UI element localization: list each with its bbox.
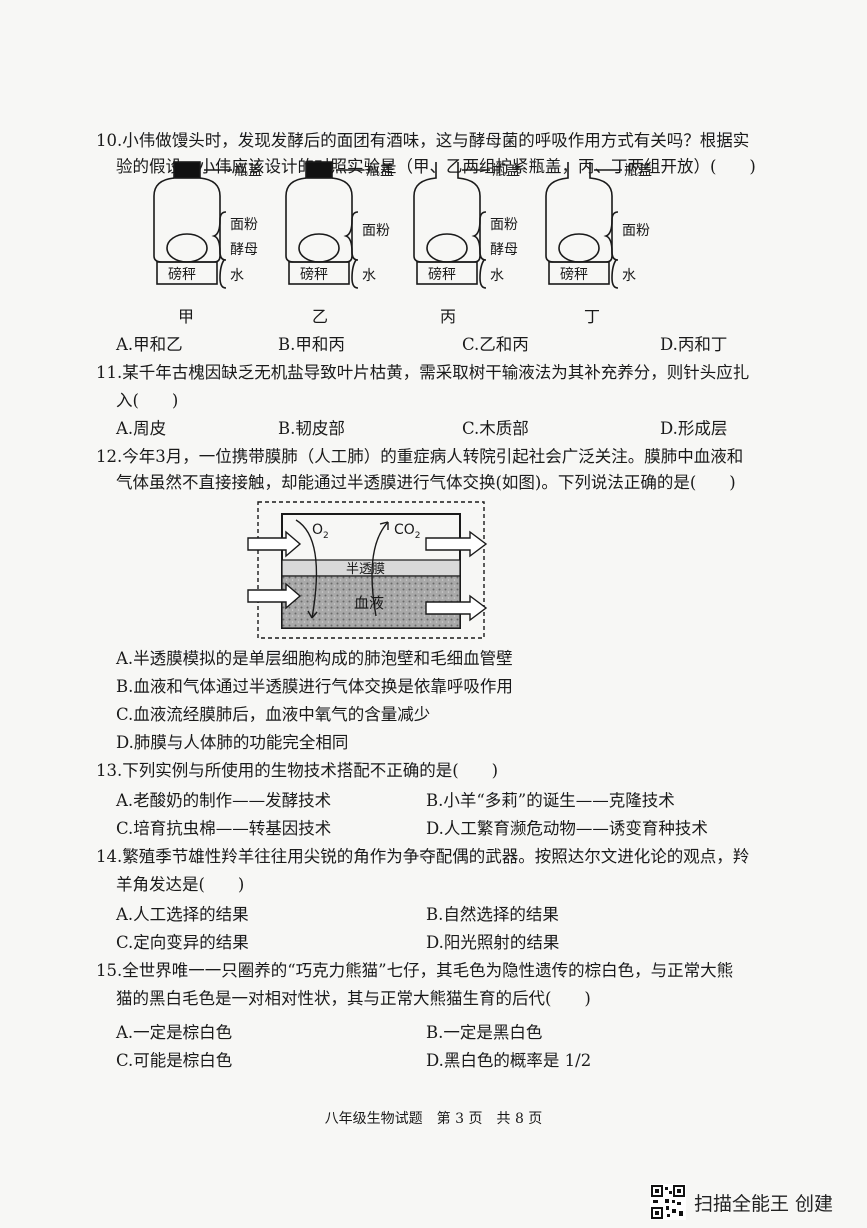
q10-option-d: D.丙和丁 [660,335,728,354]
q12-membrane-lung-diagram: O2 CO2 半透膜 血液 [247,501,488,639]
membrane-label: 半透膜 [346,562,385,577]
group-name-jia: 甲 [178,307,194,326]
yi-scale-label: 磅秤 [300,266,328,283]
bottle-jia [153,161,232,289]
o2-subscript: 2 [323,531,329,541]
q13-stem-line1: 13.下列实例与所使用的生物技术搭配不正确的是( ) [96,761,499,780]
q11-stem-line2: 入( ) [116,391,179,410]
q11-option-c: C.木质部 [462,419,529,438]
ding-flour-label: 面粉 [622,223,650,239]
bing-scale-label: 磅秤 [428,266,456,283]
bing-water-label: 水 [490,268,504,284]
q10-option-b: B.甲和丙 [278,335,345,354]
q12-stem-line2: 气体虽然不直接接触，却能通过半透膜进行气体交换(如图)。下列说法正确的是( ) [116,473,736,492]
yi-water-label: 水 [362,268,376,284]
q10-bottle-diagram: 瓶盖 面粉 酵母 水 磅秤 瓶盖 面粉 水 磅秤 瓶盖 面粉 酵母 水 磅秤 瓶… [153,161,652,326]
qr-code-icon [650,1184,686,1220]
bottle-bing [413,162,490,289]
jia-flour-label: 面粉 [230,217,258,233]
q12-option-a: A.半透膜模拟的是单层细胞构成的肺泡壁和毛细血管壁 [116,649,513,668]
q10-option-a: A.甲和乙 [116,335,183,354]
q13-option-d: D.人工繁育濒危动物——诱变育种技术 [426,819,708,838]
bing-flour-label: 面粉 [490,217,518,233]
jia-yeast-label: 酵母 [230,242,258,258]
group-name-ding: 丁 [584,307,600,326]
q14-stem-line1: 14.繁殖季节雄性羚羊往往用尖锐的角作为争夺配偶的武器。按照达尔文进化论的观点，… [96,847,750,866]
q15-option-d: D.黑白色的概率是 1/2 [426,1051,592,1070]
bing-yeast-label: 酵母 [490,242,518,258]
q15-option-b: B.一定是黑白色 [426,1023,543,1042]
q14-option-a: A.人工选择的结果 [116,905,249,924]
q11-stem-line1: 11.某千年古槐因缺乏无机盐导致叶片枯黄，需采取树干输液法为其补充养分，则针头应… [96,363,750,382]
q12-option-d: D.肺膜与人体肺的功能完全相同 [116,733,349,752]
q15-option-a: A.一定是棕白色 [116,1023,233,1042]
q10-option-c: C.乙和丙 [462,335,529,354]
q13-option-b: B.小羊“多莉”的诞生——克隆技术 [426,791,675,810]
ding-water-label: 水 [622,268,636,284]
svg-text:CO2: CO2 [394,522,421,541]
jia-scale-label: 磅秤 [168,266,196,283]
group-name-yi: 乙 [312,307,328,326]
bottle-ding [545,162,622,289]
q12-option-b: B.血液和气体通过半透膜进行气体交换是依靠呼吸作用 [116,677,513,696]
q11-option-b: B.韧皮部 [278,419,345,438]
jia-cap-label: 瓶盖 [234,163,262,179]
bottle-yi [285,161,364,289]
ding-scale-label: 磅秤 [560,266,588,283]
q15-option-c: C.可能是棕白色 [116,1051,233,1070]
q14-option-c: C.定向变异的结果 [116,933,249,952]
scanner-watermark-text: 扫描全能王 创建 [694,1192,834,1215]
group-name-bing: 丙 [440,307,456,326]
co2-subscript: 2 [415,531,421,541]
blood-label: 血液 [354,594,384,612]
q14-option-b: B.自然选择的结果 [426,905,559,924]
q13-option-c: C.培育抗虫棉——转基因技术 [116,819,332,838]
ding-cap-label: 瓶盖 [624,163,652,179]
q10-stem-line1: 10.小伟做馒头时，发现发酵后的面团有酒味，这与酵母菌的呼吸作用方式有关吗？根据… [96,131,750,150]
q11-option-d: D.形成层 [660,419,728,438]
q11-option-a: A.周皮 [116,419,167,438]
q15-stem-line2: 猫的黑白毛色是一对相对性状，其与正常大熊猫生育的后代( ) [116,989,591,1008]
svg-text:O2: O2 [312,522,329,541]
yi-cap-label: 瓶盖 [366,163,394,179]
q12-option-c: C.血液流经膜肺后，血液中氧气的含量减少 [116,705,431,724]
q13-option-a: A.老酸奶的制作——发酵技术 [116,791,332,810]
jia-water-label: 水 [230,268,244,284]
q14-stem-line2: 羊角发达是( ) [116,875,245,894]
page-footer: 八年级生物试题 第 3 页 共 8 页 [324,1111,543,1127]
scanner-watermark: 扫描全能王 创建 [650,1182,833,1222]
q12-stem-line1: 12.今年3月，一位携带膜肺（人工肺）的重症病人转院引起社会广泛关注。膜肺中血液… [96,447,744,466]
bing-cap-label: 瓶盖 [492,163,520,179]
q14-option-d: D.阳光照射的结果 [426,933,560,952]
o2-label: O [312,522,323,538]
co2-label: CO [394,522,415,538]
yi-flour-label: 面粉 [362,223,390,239]
q15-stem-line1: 15.全世界唯一一只圈养的“巧克力熊猫”七仔，其毛色为隐性遗传的棕白色，与正常大… [96,961,734,980]
